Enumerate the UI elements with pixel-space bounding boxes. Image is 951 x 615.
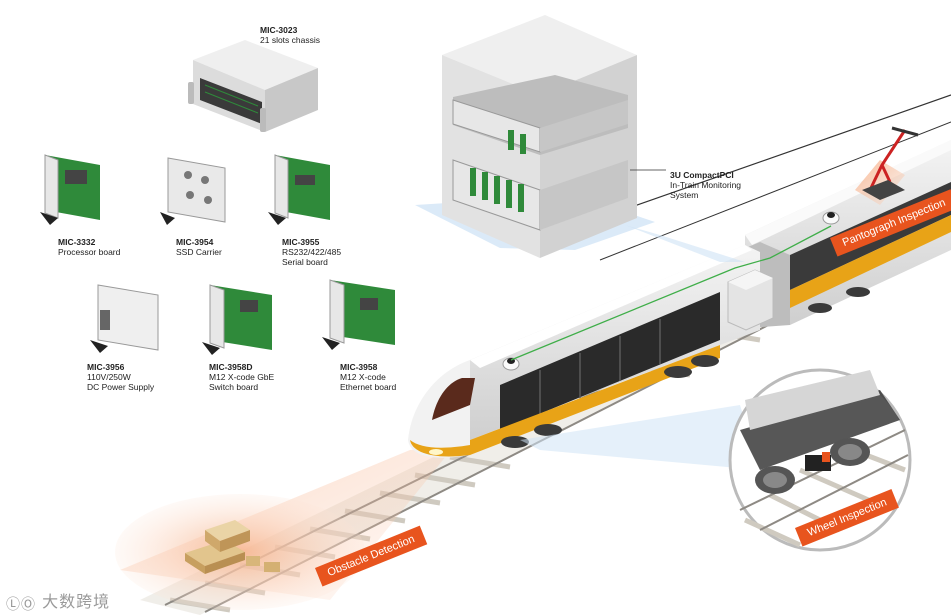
mic-3955-desc-line2: Serial board [282, 257, 328, 267]
mic-3956-label: MIC-3956 110V/250W DC Power Supply [87, 362, 154, 392]
mic-3956-board [90, 284, 159, 353]
mic-3332-board [40, 154, 100, 225]
watermark-text: 大数跨境 [42, 592, 111, 611]
wooden-pallets [185, 520, 280, 574]
mic-3954-code: MIC-3954 [176, 237, 214, 247]
compactpci-system-desc-line2: System [670, 190, 699, 200]
mic-3958-board [322, 279, 395, 350]
mic-3332-code: MIC-3332 [58, 237, 96, 247]
mic-3332-label: MIC-3332 Processor board [58, 237, 120, 257]
mic-3955-code: MIC-3955 [282, 237, 320, 247]
watermark-logo-icon: ⓁⓄ [6, 597, 36, 613]
watermark: ⓁⓄ 大数跨境 [6, 588, 111, 613]
mic-3955-label: MIC-3955 RS232/422/485 Serial board [282, 237, 341, 267]
mic-3958d-code: MIC-3958D [209, 362, 253, 372]
mic-3956-desc-line2: DC Power Supply [87, 382, 155, 392]
mic-3958d-label: MIC-3958D M12 X-code GbE Switch board [209, 362, 274, 392]
mic-3956-code: MIC-3956 [87, 362, 125, 372]
mic-3955-board [268, 154, 330, 225]
compactpci-system-label: 3U CompactPCI In-Train Monitoring System [670, 170, 741, 200]
mic-3954-board [160, 157, 226, 225]
mic-3958d-desc-line2: Switch board [209, 382, 259, 392]
mic-3332-desc: Processor board [58, 247, 121, 257]
obstacle-detection-zone [115, 445, 455, 610]
mic-3958-code: MIC-3958 [340, 362, 378, 372]
mic-3023-desc: 21 slots chassis [260, 35, 320, 45]
mic-3958-desc-line2: Ethernet board [340, 382, 397, 392]
mic-3956-desc-line1: 110V/250W [87, 372, 131, 382]
compactpci-cabinet [415, 15, 666, 258]
compactpci-system-title: 3U CompactPCI [670, 170, 734, 180]
mic-3958d-desc-line1: M12 X-code GbE [209, 372, 275, 382]
mic-3958-desc-line1: M12 X-code [340, 372, 386, 382]
mic-3958d-board [202, 284, 272, 355]
mic-3955-desc-line1: RS232/422/485 [282, 247, 342, 257]
mic-3954-label: MIC-3954 SSD Carrier [176, 237, 222, 257]
mic-3023-chassis [188, 40, 318, 132]
compactpci-system-desc-line1: In-Train Monitoring [670, 180, 742, 190]
mic-3954-desc: SSD Carrier [176, 247, 222, 257]
mic-3023-label: MIC-3023 21 slots chassis [260, 25, 320, 45]
mic-3023-code: MIC-3023 [260, 25, 298, 35]
mic-3958-label: MIC-3958 M12 X-code Ethernet board [340, 362, 396, 392]
